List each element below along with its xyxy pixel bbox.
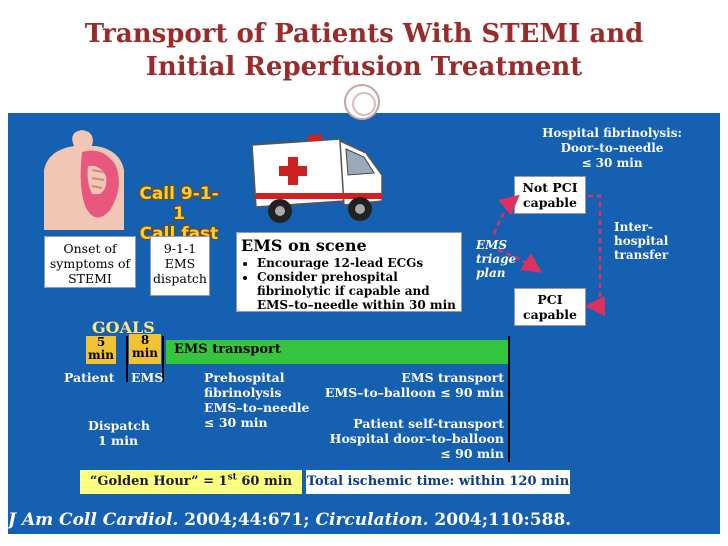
goal-8min-label: 8 min — [132, 333, 158, 360]
citation-ref-2: 2004;110:588. — [428, 510, 572, 530]
onset-label: Onset of symptoms of STEMI — [49, 241, 131, 286]
title-ornament-icon — [344, 84, 380, 120]
self-transport-detail: Patient self-transport Hospital door–to–… — [318, 416, 504, 461]
ems-dispatch-box: 9-1-1 EMS dispatch — [150, 236, 210, 296]
total-ischemic-time-box: Total ischemic time: within 120 min — [306, 470, 570, 494]
call-911-line-1: Call 9-1-1 — [139, 184, 219, 224]
ems-label: EMS — [131, 370, 164, 385]
pci-label: PCI capable — [523, 292, 577, 322]
patient-label: Patient — [64, 370, 115, 385]
ems-transport-line-1: EMS transport — [401, 370, 504, 385]
onset-box: Onset of symptoms of STEMI — [44, 236, 136, 288]
hf-line-2: Door–to–needle — [560, 141, 664, 155]
self-transport-line-2: Hospital door–to–balloon — [329, 431, 504, 446]
title-line-1: Transport of Patients With STEMI and — [84, 19, 644, 49]
call-911-label: Call 9-1-1 Call fast — [134, 184, 224, 244]
divider-2 — [162, 336, 164, 382]
ems-transport-bar: EMS transport — [166, 340, 508, 364]
patient-chest-pain-icon — [44, 130, 124, 230]
goal-5min-box: 5 min — [86, 336, 116, 364]
golden-hour-prefix: “Golden Hour” = 1 — [89, 474, 228, 489]
self-transport-line-1: Patient self-transport — [353, 416, 504, 431]
ems-on-scene-bullets: Encourage 12-lead ECGs Consider prehospi… — [241, 256, 457, 312]
ems-dispatch-label: 9-1-1 EMS dispatch — [153, 241, 207, 286]
golden-hour-suffix: 60 min — [236, 474, 293, 489]
golden-hour-box: “Golden Hour” = 1st 60 min — [80, 470, 302, 494]
ems-bullet-1: Encourage 12-lead ECGs — [257, 256, 457, 270]
not-pci-label: Not PCI capable — [522, 180, 578, 210]
hf-line-3: ≤ 30 min — [581, 156, 643, 170]
ambulance-icon — [251, 135, 383, 223]
ems-on-scene-title: EMS on scene — [241, 236, 367, 255]
hf-line-1: Hospital fibrinolysis: — [542, 126, 682, 140]
inter-hospital-transfer-label: Inter-hospital transfer — [614, 220, 669, 262]
goal-5min-label: 5 min — [88, 335, 114, 362]
hospital-fibrinolysis-label: Hospital fibrinolysis: Door–to–needle ≤ … — [532, 126, 692, 171]
ems-transport-bar-label: EMS transport — [174, 342, 281, 357]
citation-ref-1: 2004;44:671; — [178, 510, 316, 530]
goal-8min-box: 8 min — [129, 334, 161, 364]
ems-transport-detail: EMS transport EMS–to–balloon ≤ 90 min — [318, 370, 504, 400]
arrow-to-pci — [497, 248, 543, 273]
citation-journal-2: Circulation. — [315, 510, 429, 530]
diagram-panel-right — [590, 113, 720, 534]
dispatch-label: Dispatch 1 min — [88, 418, 150, 448]
golden-hour-sup: st — [227, 472, 237, 483]
not-pci-capable-box: Not PCI capable — [514, 176, 586, 214]
page-title: Transport of Patients With STEMI and Ini… — [0, 18, 728, 84]
ems-triage-plan-label: EMS triage plan — [476, 238, 517, 280]
ems-transport-line-2: EMS–to–balloon ≤ 90 min — [324, 385, 504, 400]
self-transport-line-3: ≤ 90 min — [440, 446, 504, 461]
ems-bullet-2: Consider prehospital fibrinolytic if cap… — [257, 270, 457, 312]
goals-label: GOALS — [92, 318, 155, 337]
arrow-interhospital — [585, 194, 605, 316]
ems-on-scene-box: EMS on scene Encourage 12-lead ECGs Cons… — [236, 232, 462, 312]
total-ischemic-time-label: Total ischemic time: within 120 min — [306, 474, 570, 489]
citation-journal-1: J Am Coll Cardiol. — [8, 510, 179, 530]
title-line-2: Initial Reperfusion Treatment — [145, 52, 583, 82]
prehospital-label: Prehospital fibrinolysis EMS–to–needle ≤… — [204, 370, 310, 430]
triage-arrows — [492, 194, 605, 316]
divider-end — [508, 336, 510, 462]
citation: J Am Coll Cardiol. 2004;44:671; Circulat… — [8, 508, 588, 532]
arrow-to-not-pci — [492, 194, 520, 235]
divider-1 — [126, 336, 128, 382]
